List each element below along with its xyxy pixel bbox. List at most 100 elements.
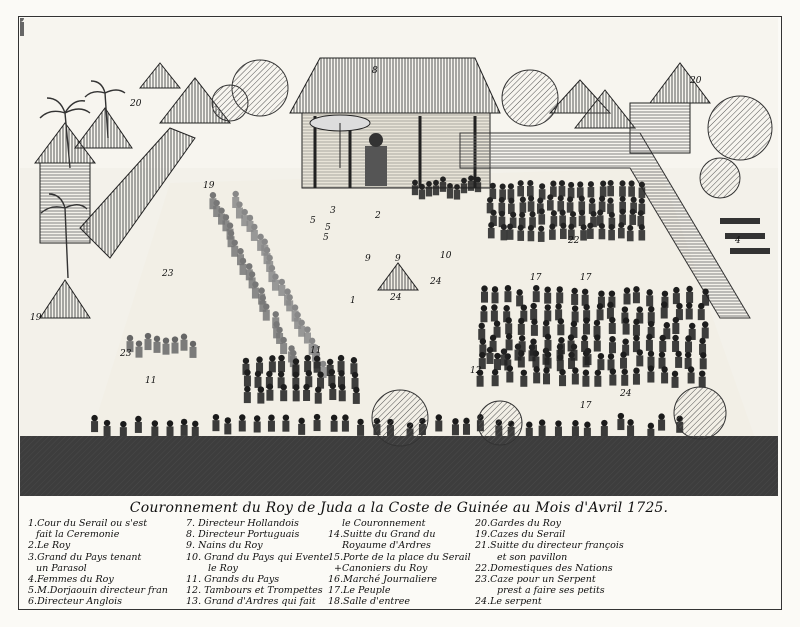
person-figure — [687, 366, 695, 384]
engraving-label: 24 — [389, 293, 402, 303]
person-figure — [600, 419, 608, 438]
person-figure — [671, 370, 679, 388]
person-figure — [688, 322, 696, 340]
person-figure — [212, 413, 220, 432]
person-figure — [516, 289, 524, 307]
person-figure — [587, 222, 594, 239]
person-figure — [529, 338, 537, 356]
person-figure — [490, 304, 498, 322]
person-figure — [446, 183, 454, 199]
person-figure — [527, 195, 535, 212]
person-figure — [224, 417, 232, 435]
person-figure — [530, 302, 538, 321]
person-figure — [474, 176, 482, 193]
person-figure — [556, 343, 564, 361]
person-figure — [627, 419, 635, 437]
person-figure — [171, 336, 179, 354]
person-figure — [571, 305, 579, 323]
person-figure — [286, 294, 294, 312]
person-figure — [542, 347, 550, 365]
engraving-label: 3 — [330, 206, 336, 216]
person-figure — [338, 384, 346, 402]
person-figure — [699, 337, 707, 355]
person-figure — [528, 344, 536, 362]
person-figure — [593, 319, 601, 337]
person-figure — [191, 420, 199, 438]
person-figure — [481, 285, 489, 303]
person-figure — [570, 320, 578, 338]
person-figure — [557, 195, 565, 212]
person-figure — [686, 285, 694, 303]
plate-frame — [18, 16, 782, 610]
person-figure — [638, 181, 646, 198]
person-figure — [514, 343, 522, 361]
right-huts — [459, 62, 773, 319]
person-figure — [584, 347, 592, 366]
person-figure — [250, 223, 258, 241]
person-figure — [598, 222, 606, 240]
person-figure — [491, 369, 499, 387]
person-figure — [578, 195, 586, 212]
person-figure — [350, 357, 358, 375]
engraving-illustration: 8 20 20 2 3 9 9 10 5 19 5 5 22 1 24 24 1… — [20, 18, 778, 496]
person-figure — [581, 334, 589, 352]
person-figure — [262, 303, 270, 321]
legend-entry: 5.M.Dorjaouin directeur fran — [28, 585, 168, 597]
person-figure — [493, 352, 501, 371]
person-figure — [583, 421, 591, 439]
person-figure — [597, 352, 605, 371]
person-figure — [425, 180, 433, 197]
person-figure — [629, 208, 637, 225]
person-figure — [544, 304, 552, 322]
person-figure — [582, 317, 590, 335]
engraving-label: 11 — [145, 376, 156, 386]
person-figure — [580, 224, 587, 241]
person-figure — [292, 384, 300, 402]
person-figure — [503, 305, 511, 323]
person-figure — [166, 420, 174, 438]
engraving-label: 17 — [580, 401, 592, 411]
person-figure — [257, 233, 265, 251]
person-figure — [544, 286, 552, 304]
person-figure — [490, 209, 497, 226]
legend-entry: prest a faire ses petits — [497, 585, 605, 597]
person-figure — [313, 413, 321, 432]
person-figure — [180, 418, 188, 436]
person-figure — [587, 181, 595, 198]
engraving-label: 9 — [365, 254, 371, 264]
person-figure — [596, 303, 604, 321]
person-figure — [557, 318, 565, 336]
person-figure — [536, 197, 544, 214]
person-figure — [235, 201, 243, 219]
person-figure — [304, 354, 312, 373]
person-figure — [599, 180, 607, 197]
person-figure — [144, 332, 152, 351]
engraving-label: 5 — [323, 233, 329, 243]
person-figure — [593, 334, 601, 352]
person-figure — [538, 419, 546, 437]
person-figure — [479, 338, 487, 356]
person-figure — [126, 334, 134, 353]
person-figure — [647, 350, 655, 368]
person-figure — [257, 386, 265, 404]
person-figure — [559, 209, 566, 226]
engraving-label: 8 — [372, 66, 378, 76]
person-figure — [550, 210, 558, 227]
person-figure — [500, 348, 508, 366]
person-figure — [487, 222, 495, 239]
person-figure — [232, 190, 240, 208]
engraving-label: 19 — [30, 313, 42, 323]
person-figure — [518, 211, 526, 229]
person-figure — [617, 412, 625, 431]
legend-entry: 14.Suitte du Grand du — [328, 529, 436, 541]
person-figure — [507, 183, 515, 200]
person-figure — [518, 335, 526, 353]
person-figure — [661, 366, 669, 384]
person-figure — [647, 320, 655, 339]
person-figure — [467, 175, 475, 191]
person-figure — [647, 422, 655, 440]
person-figure — [628, 180, 635, 197]
person-figure — [675, 302, 683, 321]
person-figure — [352, 386, 360, 404]
